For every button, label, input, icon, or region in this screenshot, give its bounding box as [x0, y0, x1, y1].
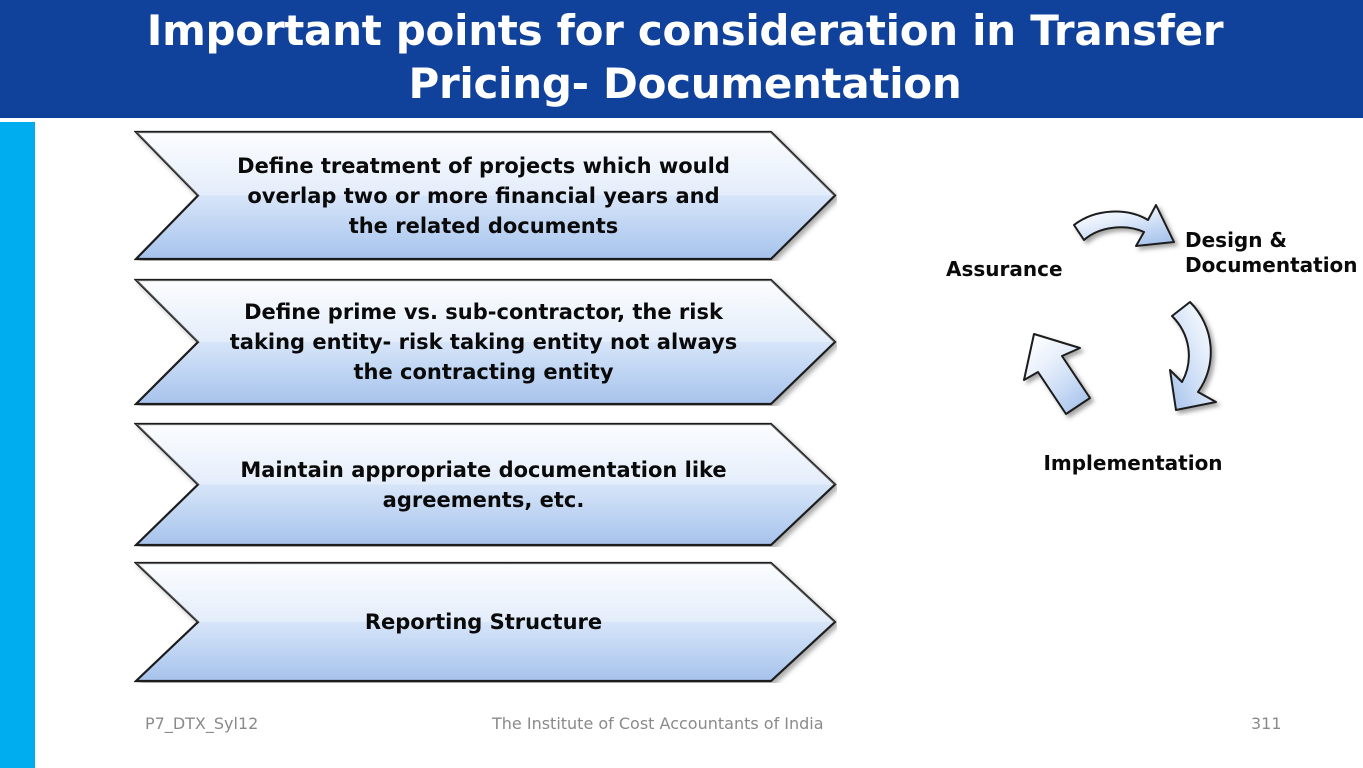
footer-course-code: P7_DTX_Syl12 — [145, 714, 259, 733]
cycle-label-design-documentation: Design & Documentation — [1185, 228, 1358, 277]
footer-page-number: 311 — [1251, 714, 1282, 733]
footer-institute-name: The Institute of Cost Accountants of Ind… — [492, 714, 824, 733]
cycle-diagram: Assurance Design & Documentation Impleme… — [930, 196, 1358, 506]
chevron-label-4: Reporting Structure — [364, 610, 603, 634]
cycle-label-assurance: Assurance — [946, 257, 1063, 281]
chevron-shape-3[interactable]: Maintain appropriate documentation like … — [134, 422, 837, 547]
chevron-label-1: Define treatment of projects which would… — [237, 153, 730, 238]
chevron-shape-1[interactable]: Define treatment of projects which would… — [134, 130, 837, 261]
page-title: Important points for consideration in Tr… — [146, 6, 1224, 108]
cycle-label-implementation: Implementation — [1043, 451, 1223, 475]
chevron-shape-2[interactable]: Define prime vs. sub-contractor, the ris… — [134, 278, 837, 406]
curved-arrow-right-icon — [1070, 200, 1190, 280]
chevron-label-2: Define prime vs. sub-contractor, the ris… — [229, 300, 738, 384]
header-band: Important points for consideration in Tr… — [0, 0, 1363, 118]
chevron-label-3: Maintain appropriate documentation like … — [240, 457, 727, 512]
curved-arrow-down-icon — [1138, 296, 1238, 416]
chevron-shape-4[interactable]: Reporting Structure — [134, 561, 837, 683]
footer: P7_DTX_Syl12 The Institute of Cost Accou… — [0, 714, 1363, 750]
left-accent-bar — [0, 122, 35, 768]
arrow-up-left-icon — [1018, 322, 1108, 434]
